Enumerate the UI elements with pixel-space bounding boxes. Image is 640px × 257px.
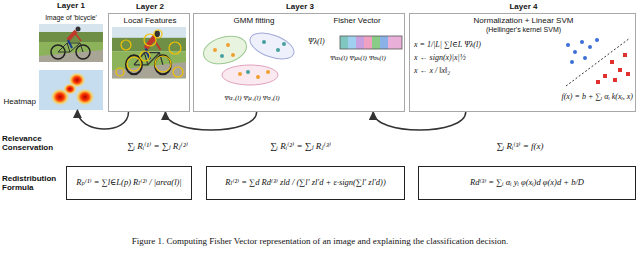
image-caption: Image of 'bicycle' (36, 14, 106, 22)
step-title: Fisher Vector (312, 16, 402, 25)
formula: ∑ᵢ Rᵢ⁽²⁾ = ∑ⱼ Rⱼ⁽³⁾ (238, 141, 363, 151)
step-subtitle: (Hellinger's kernel SVM) (410, 26, 637, 34)
formula: x = 1/|L| ∑l∈L Ψλ(l) (414, 40, 554, 49)
formula-box: Rₗ⁽²⁾ = ∑d Rd⁽³⁾ zld / (∑l′ zl′d + ε·sig… (206, 166, 405, 200)
figure-caption: Figure 1. Computing Fisher Vector repres… (0, 236, 640, 246)
layer-panel: Layer 4Normalization + Linear SVM(Hellin… (409, 13, 636, 112)
row-label: Redistribution Formula (2, 174, 64, 192)
formula-box: Rd⁽³⁾ = ∑ᵢ αᵢ yᵢ φ(xᵢ)d φ(x)d + b/D (418, 166, 636, 200)
layer-heading: Layer 4 (410, 2, 637, 11)
relevance-arrow (165, 112, 256, 130)
formula: ∑ᵢ Rᵢ⁽¹⁾ = ∑ⱼ Rⱼ⁽²⁾ (100, 141, 215, 151)
step-title: Normalization + Linear SVM (410, 16, 637, 25)
step-title: Local Features (109, 16, 191, 25)
relevance-arrow (373, 112, 466, 130)
formula: x ← x / ‖x‖₂ (414, 66, 554, 75)
formula-box: Rₚ⁽¹⁾ = ∑l∈L(p) Rₗ⁽²⁾ / |area(l)| (66, 166, 192, 200)
layer-heading: Layer 3 (194, 2, 406, 11)
gmm-clusters (200, 28, 297, 85)
formula: f(x) = b + ∑ᵢ αᵢ k(xᵢ, x) (496, 92, 633, 101)
step-title: GMM fitting (204, 16, 304, 25)
formula: ∑ᵢ Rᵢ⁽³⁾ = f(x) (465, 141, 575, 151)
relevance-arrow (77, 110, 128, 129)
layer-heading: Layer 1 (36, 1, 106, 10)
layer-heading: Layer 2 (109, 2, 191, 11)
local-features-photo (112, 27, 186, 78)
heatmap-box: Heatmap (39, 70, 103, 110)
fisher-vector-bar (340, 36, 402, 49)
svm-scatter (566, 38, 630, 86)
formula: Ψα₁(l) Ψμ₁(l) Ψσ₁(l) (200, 94, 304, 102)
heatmap-image (39, 70, 103, 110)
layer-panel: Layer 1Image of 'bicycle'Heatmap (36, 13, 106, 112)
bicycle-photo (39, 24, 103, 62)
row-label: Relevance Conservation (2, 134, 64, 152)
formula: x ← sign(x)|x|½ (414, 53, 554, 62)
formula: Ψλ(l) (308, 37, 340, 46)
formula: Ψαₖ(l) Ψμₖ(l) Ψσₖ(l) (312, 54, 404, 62)
layer-panel: Layer 3GMM fittingFisher VectorΨλ(l)Ψαₖ(… (193, 13, 405, 112)
formula: Rd⁽³⁾ = ∑ᵢ αᵢ yᵢ φ(xᵢ)d φ(x)d + b/D (423, 178, 631, 188)
formula: Rₗ⁽²⁾ = ∑d Rd⁽³⁾ zld / (∑l′ zl′d + ε·sig… (211, 178, 400, 188)
formula: Rₚ⁽¹⁾ = ∑l∈L(p) Rₗ⁽²⁾ / |area(l)| (71, 178, 187, 188)
layer-panel: Layer 2Local Features (108, 13, 190, 112)
heatmap-label: Heatmap (2, 97, 36, 106)
